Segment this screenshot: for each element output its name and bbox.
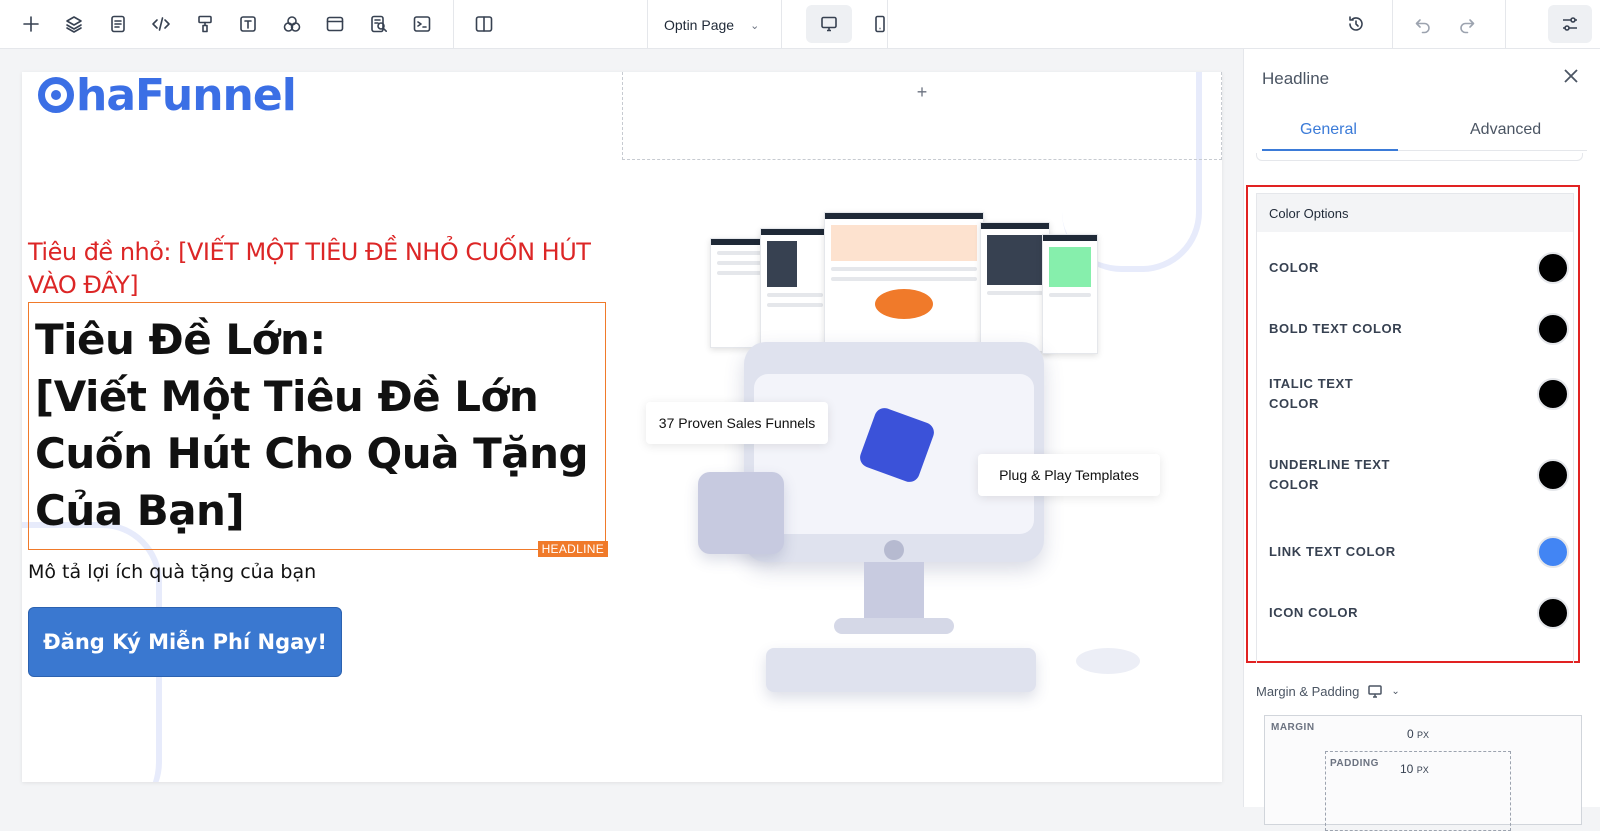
- monitor-stand: [864, 562, 924, 622]
- color-label: UNDERLINE TEXT COLOR: [1269, 457, 1391, 492]
- color-row: COLOR: [1269, 252, 1569, 284]
- color-options-section: Color Options COLOR BOLD TEXT COLOR ITAL…: [1256, 193, 1574, 663]
- code-icon[interactable]: [147, 10, 175, 38]
- tab-general[interactable]: General: [1300, 121, 1357, 138]
- page-icon[interactable]: [104, 10, 132, 38]
- panel-title: Headline: [1262, 69, 1330, 88]
- toolbar-divider: [781, 0, 782, 49]
- headline-line: Cuốn Hút Cho Quà Tặng: [35, 429, 589, 478]
- feature-badge: Plug & Play Templates: [978, 454, 1160, 496]
- color-swatch[interactable]: [1537, 459, 1569, 491]
- padding-box: PADDING 10 PX: [1325, 751, 1511, 831]
- color-label: COLOR: [1269, 260, 1319, 275]
- color-label: LINK TEXT COLOR: [1269, 544, 1396, 559]
- color-row: UNDERLINE TEXT COLOR: [1269, 455, 1569, 495]
- color-swatch[interactable]: [1537, 252, 1569, 284]
- panel-tabs: General Advanced: [1262, 115, 1587, 151]
- toolbar-divider: [1392, 0, 1393, 49]
- color-row: ICON COLOR: [1269, 597, 1569, 629]
- color-label: ICON COLOR: [1269, 605, 1359, 620]
- shapes-icon[interactable]: [278, 10, 306, 38]
- headline-line: Của Bạn]: [35, 486, 245, 535]
- previous-section-edge: [1256, 153, 1583, 161]
- logo-mark: [38, 77, 74, 113]
- browser-icon[interactable]: [321, 10, 349, 38]
- redo-icon[interactable]: [1453, 10, 1481, 38]
- settings-panel: Headline General Advanced Color Options …: [1243, 49, 1600, 831]
- color-row: LINK TEXT COLOR: [1269, 536, 1569, 568]
- history-icon[interactable]: [1342, 10, 1370, 38]
- margin-padding-header[interactable]: Margin & Padding ⌄: [1256, 683, 1400, 699]
- template-thumbnail: [824, 212, 984, 352]
- text-icon[interactable]: [234, 10, 262, 38]
- color-options-highlight: Color Options COLOR BOLD TEXT COLOR ITAL…: [1246, 185, 1580, 663]
- paint-roller-icon[interactable]: [191, 10, 219, 38]
- page-select-value: Optin Page: [664, 17, 735, 33]
- background-decoration: [1062, 72, 1202, 272]
- padding-top-value[interactable]: 10 PX: [1400, 762, 1429, 776]
- mobile-icon: [875, 15, 885, 33]
- subheadline[interactable]: Tiêu đề nhỏ: [VIẾT MỘT TIÊU ĐỀ NHỎ CUỐN …: [28, 238, 591, 299]
- page-select[interactable]: Optin Page ⌄: [664, 14, 784, 36]
- keyboard-illustration: [766, 648, 1036, 692]
- template-thumbnail: [1042, 234, 1098, 354]
- add-icon: +: [916, 82, 928, 102]
- close-icon[interactable]: [1562, 67, 1584, 89]
- color-row: BOLD TEXT COLOR: [1269, 313, 1569, 345]
- color-swatch[interactable]: [1537, 536, 1569, 568]
- toolbar-divider: [887, 0, 888, 49]
- top-toolbar: Optin Page ⌄: [0, 0, 1600, 49]
- color-row: ITALIC TEXT COLOR: [1269, 374, 1569, 414]
- desktop-view-button[interactable]: [806, 5, 852, 43]
- signup-button[interactable]: Đăng Ký Miễn Phí Ngay!: [28, 607, 342, 677]
- color-options-heading: Color Options: [1257, 194, 1573, 232]
- active-tab-indicator: [1262, 149, 1398, 151]
- color-swatch[interactable]: [1537, 313, 1569, 345]
- chevron-down-icon: ⌄: [1391, 685, 1400, 697]
- mouse-illustration: [1076, 648, 1140, 674]
- seo-search-icon[interactable]: [365, 10, 393, 38]
- headline[interactable]: Tiêu Đề Lớn: [Viết Một Tiêu Đề Lớn Cuốn …: [35, 311, 595, 539]
- template-thumbnail: [980, 222, 1050, 352]
- headline-selected[interactable]: Tiêu Đề Lớn: [Viết Một Tiêu Đề Lớn Cuốn …: [28, 302, 608, 557]
- toolbar-divider: [453, 0, 454, 49]
- undo-icon[interactable]: [1409, 10, 1437, 38]
- color-label: BOLD TEXT COLOR: [1269, 321, 1403, 336]
- logo: haFunnel: [38, 72, 297, 121]
- chevron-down-icon: ⌄: [750, 19, 760, 32]
- monitor-base: [834, 618, 954, 634]
- element-type-badge: HEADLINE: [537, 541, 608, 557]
- color-swatch[interactable]: [1537, 597, 1569, 629]
- color-swatch[interactable]: [1537, 378, 1569, 410]
- margin-padding-editor: MARGIN 0 PX PADDING 10 PX: [1264, 715, 1582, 831]
- desktop-icon: [1368, 685, 1383, 698]
- desktop-icon: [821, 16, 837, 32]
- monitor-illustration: [744, 342, 1044, 562]
- tab-advanced[interactable]: Advanced: [1470, 121, 1542, 138]
- slider-widget-illustration: [698, 472, 784, 554]
- settings-sliders-icon: [1563, 17, 1577, 31]
- color-label: ITALIC TEXT COLOR: [1269, 376, 1354, 411]
- margin-padding-heading: Margin & Padding: [1256, 683, 1360, 699]
- mobile-view-button[interactable]: [862, 5, 898, 43]
- headline-line: [Viết Một Tiêu Đề Lớn: [35, 372, 539, 421]
- logo-text: haFunnel: [76, 72, 297, 121]
- margin-label: MARGIN: [1271, 722, 1315, 733]
- toolbar-divider: [1505, 0, 1506, 49]
- description[interactable]: Mô tả lợi ích quà tặng của bạn: [28, 561, 317, 583]
- terminal-icon[interactable]: [408, 10, 436, 38]
- template-thumbnail: [760, 228, 830, 358]
- hero-illustration: 37 Proven Sales Funnels Plug & Play Temp…: [642, 212, 1162, 712]
- add-icon[interactable]: [17, 10, 45, 38]
- headline-line: Tiêu Đề Lớn:: [35, 315, 326, 364]
- settings-sliders-button[interactable]: [1548, 5, 1592, 43]
- feature-badge: 37 Proven Sales Funnels: [646, 402, 828, 444]
- margin-top-value[interactable]: 0 PX: [1407, 727, 1430, 741]
- split-view-icon[interactable]: [470, 10, 498, 38]
- toolbar-divider: [647, 0, 648, 49]
- page-canvas: haFunnel + Tiêu đề nhỏ: [VIẾT MỘT TIÊU Đ…: [22, 72, 1222, 782]
- padding-label: PADDING: [1330, 758, 1379, 769]
- layers-icon[interactable]: [60, 10, 88, 38]
- add-element-placeholder[interactable]: +: [622, 72, 1222, 160]
